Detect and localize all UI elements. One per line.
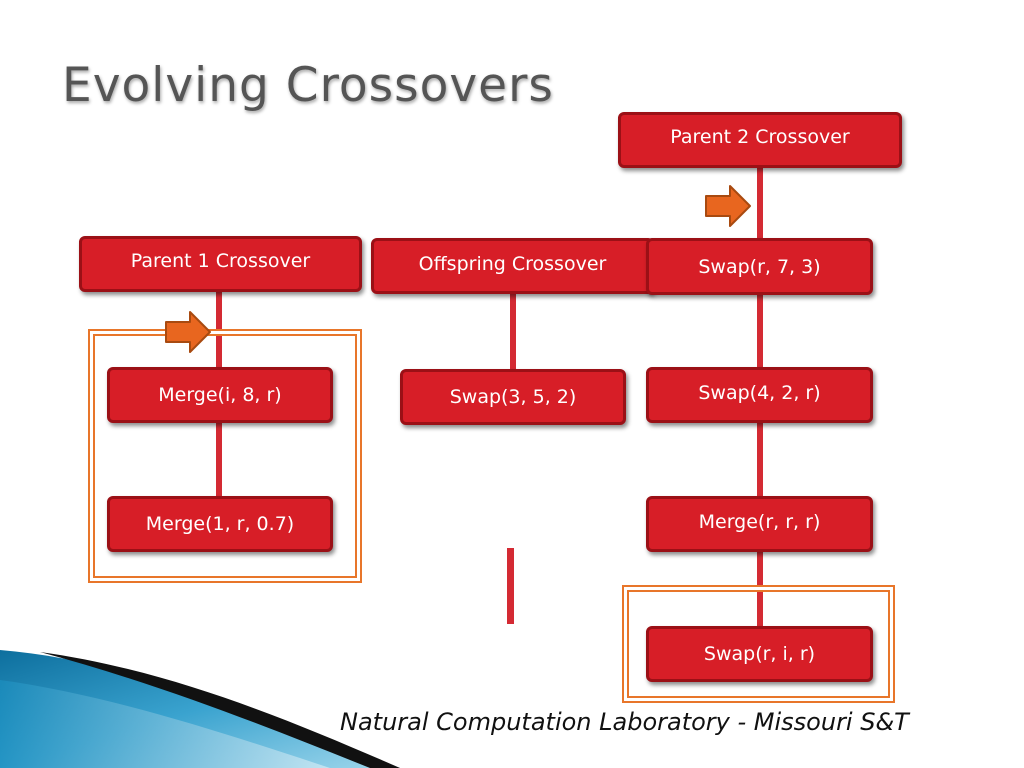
slide-title: Evolving Crossovers xyxy=(62,58,554,113)
parent2-crossover-header[interactable]: Parent 2 Crossover xyxy=(618,112,902,168)
parent2-node-swap-4-2-r[interactable]: Swap(4, 2, r) xyxy=(646,367,873,423)
parent1-crossover-point-arrow-icon xyxy=(165,311,211,353)
parent1-selection-frame xyxy=(88,329,362,583)
offspring-node-swap-3-5-2[interactable]: Swap(3, 5, 2) xyxy=(400,369,626,425)
parent2-node-swap-r-7-3[interactable]: Swap(r, 7, 3) xyxy=(646,238,873,295)
parent2-node-swap-r-i-r[interactable]: Swap(r, i, r) xyxy=(646,626,873,682)
footer-credit: Natural Computation Laboratory - Missour… xyxy=(340,708,909,736)
parent2-node-merge-r-r-r[interactable]: Merge(r, r, r) xyxy=(646,496,873,552)
parent1-crossover-header[interactable]: Parent 1 Crossover xyxy=(79,236,362,292)
connector-offspring xyxy=(510,292,516,372)
offspring-continuation-line xyxy=(507,548,514,624)
parent1-node-merge-i-8-r[interactable]: Merge(i, 8, r) xyxy=(107,367,333,423)
parent2-crossover-point-arrow-icon xyxy=(705,185,751,227)
parent2-selection-frame xyxy=(622,585,895,703)
decorative-wave xyxy=(0,650,400,768)
offspring-crossover-header[interactable]: Offspring Crossover xyxy=(371,238,654,294)
parent1-node-merge-1-r-07[interactable]: Merge(1, r, 0.7) xyxy=(107,496,333,552)
